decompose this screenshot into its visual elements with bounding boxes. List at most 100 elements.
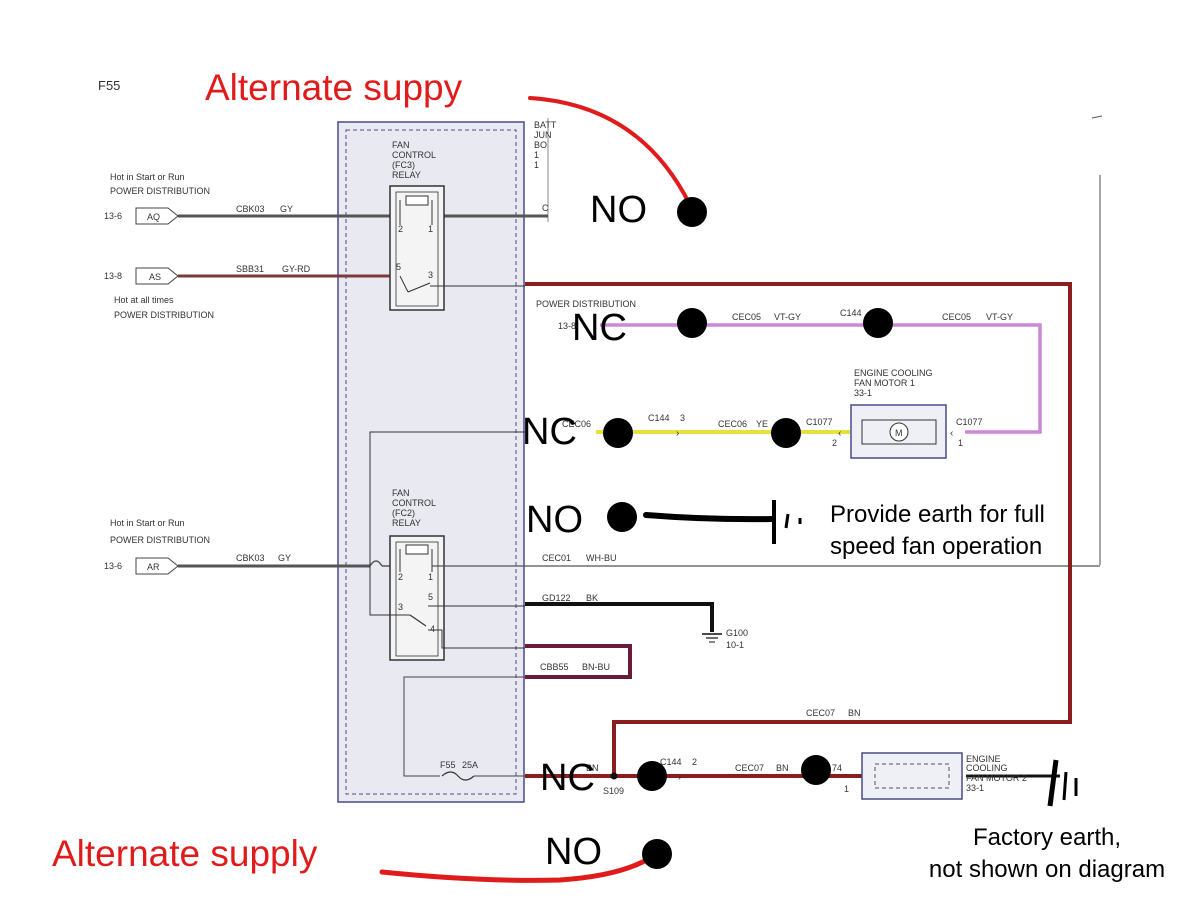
alternate-bottom-line	[379, 855, 653, 883]
battery-box-label-3: BO	[534, 140, 547, 150]
bk: BK	[586, 593, 598, 603]
fc3-label-4: RELAY	[392, 170, 421, 180]
splice-s109	[610, 772, 618, 780]
annotation-no-1: NO	[590, 189, 647, 231]
fc3-label-1: FAN	[392, 140, 410, 150]
aq-ref: 13-6	[104, 211, 122, 221]
as-note-2: POWER DISTRIBUTION	[114, 310, 214, 320]
c1077-b-pin: 1	[958, 438, 963, 448]
fc3-label-3: (FC3)	[392, 160, 415, 170]
c74: 74	[832, 763, 842, 773]
factory-earth-icon-1	[1047, 759, 1059, 807]
page-id: F55	[98, 78, 120, 93]
terminal-dot-c74	[801, 755, 831, 785]
vtgy-a: VT-GY	[774, 312, 801, 322]
pd-ref: 13-8	[558, 321, 576, 331]
fc3-pin-3: 3	[428, 270, 433, 280]
fc3-pin-2: 2	[398, 224, 403, 234]
motor2-label-4: 33-1	[966, 783, 984, 793]
ar-ref: 13-6	[104, 561, 122, 571]
terminal-dot-no-3	[642, 839, 672, 869]
ar-label: AR	[147, 562, 160, 572]
wire-gd122	[525, 602, 714, 632]
fc2-common-lead	[369, 431, 525, 616]
f55-rating: 25A	[462, 760, 478, 770]
frame-mark	[1091, 115, 1103, 119]
gd122: GD122	[542, 593, 571, 603]
aq-note-2: POWER DISTRIBUTION	[110, 186, 210, 196]
fc2-pin-2: 2	[398, 572, 403, 582]
s109: S109	[603, 786, 624, 796]
fc2-switch-blade	[409, 614, 427, 627]
fc2-label-1: FAN	[392, 488, 410, 498]
c144-top: C144	[840, 308, 862, 318]
as-color: GY-RD	[282, 264, 311, 274]
fc3-coil-icon	[405, 195, 429, 206]
fuse-relay-box-inner	[345, 129, 517, 795]
factory-earth-icon-2	[1062, 771, 1068, 801]
earth-note-2: speed fan operation	[830, 533, 1042, 560]
whbu: WH-BU	[586, 553, 617, 563]
bnbu: BN-BU	[582, 662, 610, 672]
as-note-1: Hot at all times	[114, 295, 174, 305]
cbb55: CBB55	[540, 662, 569, 672]
fc3-relay	[389, 185, 445, 311]
factory-note-1: Factory earth,	[973, 824, 1121, 851]
motor-icon	[889, 422, 909, 442]
fc2-label-2: CONTROL	[392, 498, 436, 508]
terminal-dot-c1077	[771, 418, 801, 448]
aq-circuit: CBK03	[236, 204, 265, 214]
arrow-icon-c144: ›	[676, 428, 679, 439]
fan-motor-2	[861, 752, 963, 800]
terminal-dot-nc-1	[677, 308, 707, 338]
c144-3: C144	[648, 413, 670, 423]
bn-top: BN	[848, 708, 861, 718]
fc2-coil-icon	[405, 544, 429, 555]
ar-color: GY	[278, 553, 291, 563]
aq-color: GY	[280, 204, 293, 214]
fc2-label-3: (FC2)	[392, 508, 415, 518]
fc3-label-2: CONTROL	[392, 150, 436, 160]
annotation-nc-3: NC	[540, 757, 595, 799]
ar-connector-flag	[135, 557, 179, 575]
ye: YE	[756, 419, 768, 429]
aq-note-1: Hot in Start or Run	[110, 172, 185, 182]
fc2-pin-3: 3	[398, 602, 403, 612]
bn-b: BN	[776, 763, 789, 773]
pd-label: POWER DISTRIBUTION	[536, 299, 636, 309]
c144-2-pin: 2	[692, 757, 697, 767]
earth-icon-bar-2	[784, 513, 790, 529]
annotation-nc-1: NC	[572, 307, 627, 349]
motor1-label-1: ENGINE COOLING	[854, 368, 933, 378]
fc2-relay-inner	[395, 541, 439, 657]
cec05-a: CEC05	[732, 312, 761, 322]
cec07-b: CEC07	[735, 763, 764, 773]
battery-box-label-1: BATT	[534, 120, 557, 130]
ar-note-2: POWER DISTRIBUTION	[110, 535, 210, 545]
c1077-b: C1077	[956, 417, 983, 427]
c1077-a-pin: 2	[832, 438, 837, 448]
bn-left: BN	[586, 763, 599, 773]
fc3-relay-inner	[395, 191, 439, 307]
fc2-relay	[389, 535, 445, 661]
g100: G100	[726, 628, 748, 638]
annotation-no-2: NO	[526, 499, 583, 541]
annotation-nc-2: NC	[522, 411, 577, 453]
battery-box-label-2: JUN	[534, 130, 552, 140]
alternate-supply-top: Alternate suppy	[205, 67, 463, 108]
g100-ref: 10-1	[726, 640, 744, 650]
motor2-label-2: COOLING	[966, 763, 1008, 773]
as-label: AS	[149, 272, 161, 282]
fc3-pin-1: 1	[428, 224, 433, 234]
fc3-switch-blade	[407, 282, 431, 293]
arrow-icon-c144-2: ›	[678, 772, 681, 783]
cec01: CEC01	[542, 553, 571, 563]
alternate-top-line	[528, 96, 692, 207]
wire-crossover	[369, 560, 383, 567]
earth-wire-stroke	[643, 512, 775, 523]
battery-box-label-5: 1	[534, 160, 539, 170]
wire-cec07-loop	[525, 282, 1072, 776]
arrow-icon-c1077b: ‹	[950, 428, 953, 439]
fc2-nc-lead	[428, 629, 525, 649]
fc3-pin-5: 5	[396, 262, 401, 272]
